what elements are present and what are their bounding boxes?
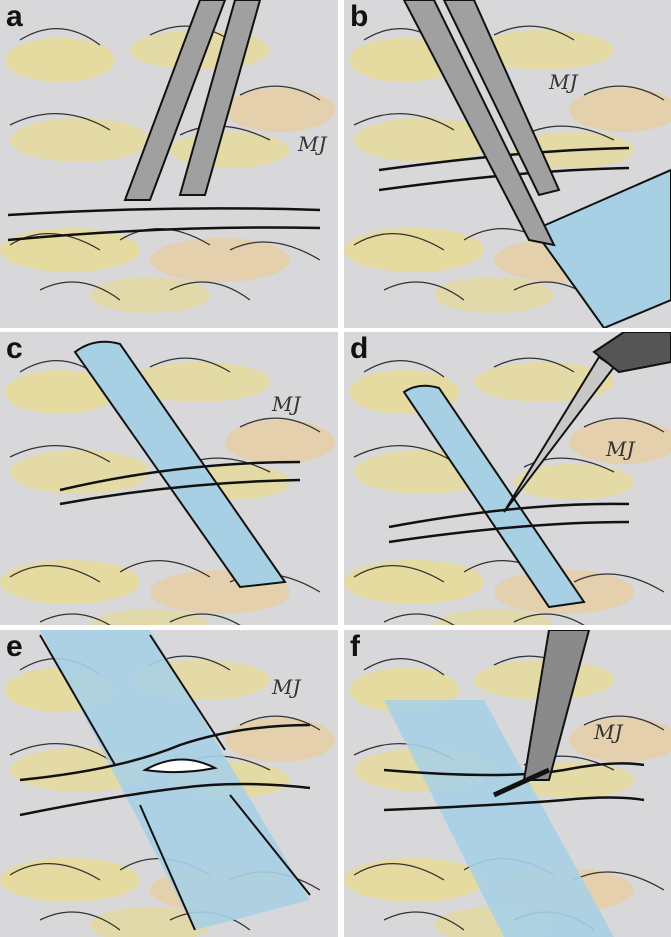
illustration-opened-fascia	[0, 630, 336, 937]
panel-label: d	[350, 332, 369, 365]
signature: MJ	[549, 70, 578, 94]
signature: MJ	[272, 675, 301, 699]
panel-label: b	[350, 0, 369, 33]
signature: MJ	[594, 720, 623, 744]
panel-label: e	[6, 630, 23, 663]
illustration-vessel-crossing	[0, 340, 336, 625]
panel-label: c	[6, 332, 23, 365]
panel-a: a MJ	[0, 0, 338, 328]
panel-d: d MJ	[344, 332, 671, 625]
illustration-forceps-on-fascia	[0, 0, 336, 314]
panel-c: c MJ	[0, 332, 338, 625]
panel-f: f MJ	[344, 630, 671, 937]
panel-b: b MJ	[344, 0, 671, 328]
illustration-forceps-through-incision	[344, 630, 671, 937]
signature: MJ	[606, 437, 635, 461]
panel-label: a	[6, 0, 23, 33]
signature: MJ	[272, 392, 301, 416]
signature: MJ	[298, 132, 327, 156]
panel-label: f	[350, 630, 360, 663]
panel-e: e MJ	[0, 630, 338, 937]
illustration-scalpel-incision	[344, 332, 671, 625]
illustration-vessel-under-fascia	[344, 0, 671, 328]
